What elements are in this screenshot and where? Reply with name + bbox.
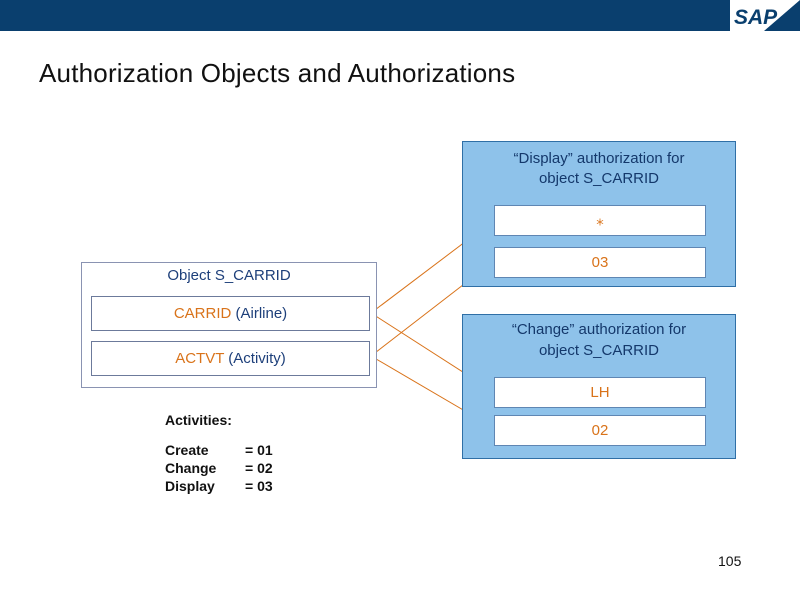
field-actvt-desc: (Activity) [224,350,286,367]
sap-logo: SAP [730,0,800,31]
object-title: Object S_CARRID [167,267,291,284]
activity-row-create: Create = 01 [165,442,273,460]
display-auth-title-line1: “Display” authorization for [513,150,685,167]
change-value-actvt: 02 [494,415,706,446]
activity-name: Change [165,460,217,476]
activities-legend: Activities: Create = 01 Change = 02 Disp… [165,412,273,496]
field-actvt: ACTVT (Activity) [91,341,370,376]
activity-value: = 01 [245,442,273,458]
activities-header: Activities: [165,412,232,428]
field-carrid: CARRID (Airline) [91,296,370,331]
logo-text: SAP [734,6,778,29]
authorization-object-box: Object S_CARRID CARRID (Airline) ACTVT (… [81,262,377,388]
field-carrid-key: CARRID [173,305,232,322]
activity-value: = 02 [245,460,273,476]
change-value-carrid: LH [494,377,706,408]
top-banner [0,0,800,31]
activity-value: = 03 [245,478,273,494]
field-actvt-key: ACTVT [175,350,225,367]
activity-row-change: Change = 02 [165,460,273,478]
activity-name: Display [165,478,215,494]
field-carrid-desc: (Airline) [231,305,288,322]
display-auth-title-line2: object S_CARRID [538,170,660,187]
page-number: 105 [718,553,742,569]
activity-name: Create [165,442,209,458]
change-authorization-box: “Change” authorization for object S_CARR… [462,314,736,459]
display-authorization-box: “Display” authorization for object S_CAR… [462,141,736,287]
activity-row-display: Display = 03 [165,478,273,496]
display-value-actvt: 03 [494,247,706,278]
display-value-carrid: ⁎ [494,205,706,236]
page-title: Authorization Objects and Authorizations [39,58,516,88]
change-auth-title-line2: object S_CARRID [538,342,660,359]
change-auth-title-line1: “Change” authorization for [511,321,687,338]
